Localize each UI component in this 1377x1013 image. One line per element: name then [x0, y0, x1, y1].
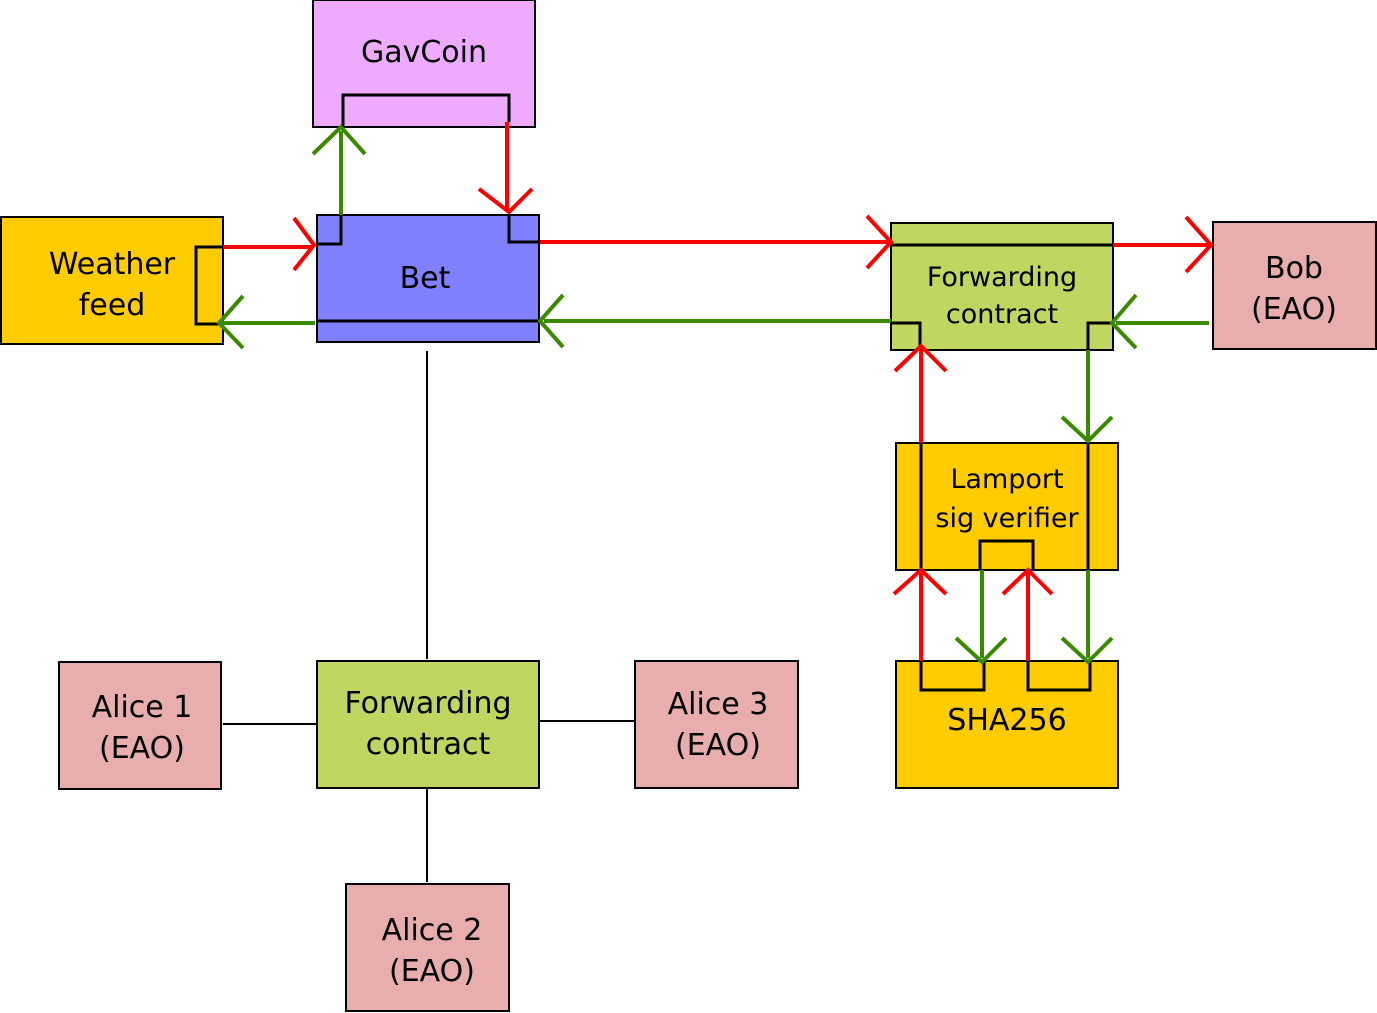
sha-right-bracket — [1026, 661, 1092, 692]
alice2-label-line2: (EAO) — [389, 954, 475, 989]
return-bob-to-forwarding-head — [1109, 293, 1138, 350]
return-forwarding-to-bet-head — [537, 293, 565, 349]
weather-feed-box — [0, 216, 224, 345]
return-arrows — [216, 124, 1209, 665]
return-bet-to-weather-head — [216, 294, 245, 350]
bet-left-bracket — [317, 215, 343, 246]
lamport-verifier-label-line2: sig verifier — [935, 503, 1079, 534]
call-lamport-to-forwarding-head — [893, 343, 948, 373]
alice1-box — [58, 661, 222, 790]
alice3-label-line1: Alice 3 — [668, 687, 769, 722]
alice2-box — [345, 883, 510, 1012]
alice3-box — [634, 660, 799, 789]
forwarding-contract-bottom-node[interactable]: Forwarding contract — [316, 660, 540, 789]
return-lamport-to-sha-left-head — [954, 636, 1008, 665]
sha-left-bracket — [919, 661, 986, 692]
sha256-box — [895, 660, 1119, 789]
alice2-label-line1: Alice 2 — [382, 913, 483, 948]
bob-label-line1: Bob — [1265, 251, 1323, 286]
alice2-node[interactable]: Alice 2 (EAO) — [345, 883, 510, 1012]
return-bet-to-gavcoin-head — [311, 124, 367, 156]
alice1-label-line1: Alice 1 — [92, 690, 193, 725]
bet-label: Bet — [400, 261, 451, 296]
call-sha-to-lamport-left-head — [892, 567, 948, 596]
bob-label-line2: (EAO) — [1251, 292, 1337, 327]
forwarding-contract-top-label-line1: Forwarding — [927, 262, 1077, 293]
call-sha-to-lamport-right-head — [1001, 567, 1054, 596]
gavcoin-label: GavCoin — [361, 35, 487, 70]
gavcoin-bracket — [341, 93, 511, 127]
return-forwarding-to-lamport-head — [1060, 415, 1114, 444]
sha256-label: SHA256 — [947, 703, 1066, 738]
return-lamport-to-sha-right-head — [1060, 636, 1114, 665]
forwarding-contract-bottom-box — [316, 660, 540, 789]
alice1-label-line2: (EAO) — [99, 731, 185, 766]
call-stack-brackets — [194, 93, 1113, 692]
weather-feed-label-line2: feed — [79, 288, 146, 323]
lamport-inner-bracket — [978, 539, 1035, 570]
lamport-verifier-label-line1: Lamport — [950, 464, 1063, 495]
forwarding-contract-bottom-label-line1: Forwarding — [344, 686, 511, 721]
lamport-verifier-node[interactable]: Lamport sig verifier — [895, 442, 1119, 571]
forwarding-contract-bottom-label-line2: contract — [366, 727, 491, 762]
bob-node[interactable]: Bob (EAO) — [1212, 221, 1377, 350]
bob-box — [1212, 221, 1377, 350]
sha256-node[interactable]: SHA256 — [895, 660, 1119, 789]
weather-feed-label-line1: Weather — [49, 247, 176, 282]
forwarding-left-bracket — [891, 321, 922, 350]
lamport-verifier-box — [895, 442, 1119, 571]
alice3-label-line2: (EAO) — [675, 728, 761, 763]
call-bet-to-forwarding-head — [865, 214, 894, 270]
forwarding-contract-top-label-line2: contract — [946, 299, 1058, 330]
call-weather-to-bet-head — [292, 216, 317, 272]
bet-node[interactable]: Bet — [316, 214, 540, 343]
call-forwarding-to-bob-head — [1184, 215, 1214, 274]
gavcoin-box — [312, 0, 536, 128]
forwarding-right-bracket — [1086, 321, 1113, 350]
alice3-node[interactable]: Alice 3 (EAO) — [634, 660, 799, 789]
weather-bracket — [194, 245, 223, 326]
bet-right-bracket — [507, 215, 540, 244]
call-gavcoin-to-bet-head — [477, 187, 534, 215]
weather-feed-node[interactable]: Weather feed — [0, 216, 224, 345]
bottom-connectors — [223, 351, 634, 882]
forwarding-contract-top-node[interactable]: Forwarding contract — [890, 222, 1114, 351]
call-arrows — [223, 122, 1214, 661]
alice1-node[interactable]: Alice 1 (EAO) — [58, 661, 222, 790]
gavcoin-node[interactable]: GavCoin — [312, 0, 536, 128]
